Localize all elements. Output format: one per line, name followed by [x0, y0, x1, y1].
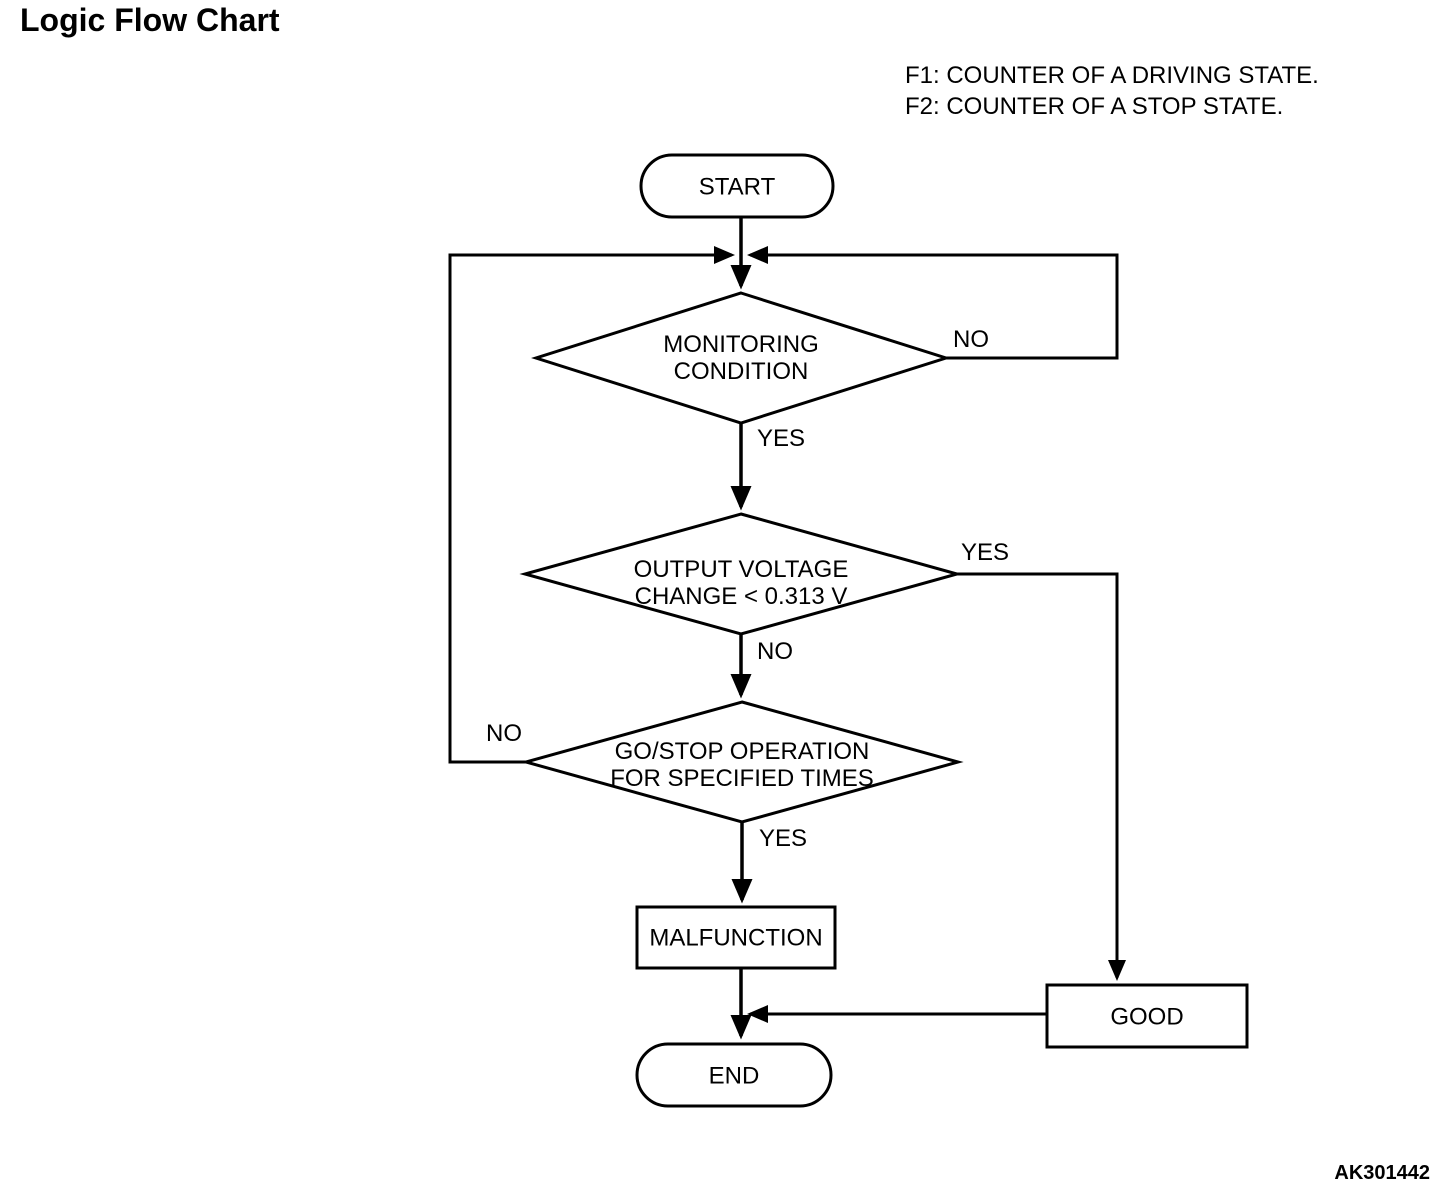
monitoring-label-line2: CONDITION — [673, 358, 809, 385]
edge-voltage-yes-to-good — [957, 572, 1126, 981]
good-process-shape — [1045, 983, 1249, 1049]
good-label: GOOD — [1110, 1003, 1184, 1031]
voltage-label-line2: CHANGE < 0.313 V — [634, 583, 848, 610]
monitoring-no-label: NO — [953, 326, 989, 353]
gostop-yes-label: YES — [759, 825, 808, 852]
monitoring-decision-shape — [531, 291, 951, 425]
gostop-label-line2: FOR SPECIFIED TIMES — [610, 765, 874, 792]
monitoring-label: MONITORING CONDITION — [663, 331, 819, 385]
note-f1: F1: COUNTER OF A DRIVING STATE. — [905, 62, 1319, 89]
gostop-label-line1: GO/STOP OPERATION — [614, 738, 870, 765]
malfunction-label: MALFUNCTION — [649, 924, 823, 952]
edge-gostop-no-loop — [448, 246, 735, 764]
note-f2: F2: COUNTER OF A STOP STATE. — [905, 93, 1284, 120]
monitoring-label-line1: MONITORING — [663, 331, 819, 358]
gostop-decision-shape — [520, 700, 964, 824]
voltage-label-line1: OUTPUT VOLTAGE — [633, 556, 849, 583]
start-terminator-shape — [639, 153, 835, 219]
figure-code: AK301442 — [1334, 1162, 1430, 1184]
legend-notes: F1: COUNTER OF A DRIVING STATE. F2: COUN… — [905, 60, 1319, 122]
voltage-label: OUTPUT VOLTAGE CHANGE < 0.313 V — [634, 556, 849, 610]
gostop-no-label: NO — [486, 720, 522, 747]
end-label: END — [708, 1062, 760, 1090]
monitoring-yes-label: YES — [757, 425, 806, 452]
edge-monitoring-no-loop — [747, 246, 1119, 360]
voltage-no-label: NO — [757, 638, 793, 665]
end-terminator-shape — [635, 1042, 833, 1108]
page-title: Logic Flow Chart — [20, 2, 280, 38]
gostop-label: GO/STOP OPERATION FOR SPECIFIED TIMES — [610, 738, 874, 792]
voltage-decision-shape — [519, 512, 963, 636]
voltage-yes-label: YES — [961, 539, 1010, 566]
start-label: START — [698, 173, 776, 201]
malfunction-process-shape — [635, 905, 837, 970]
